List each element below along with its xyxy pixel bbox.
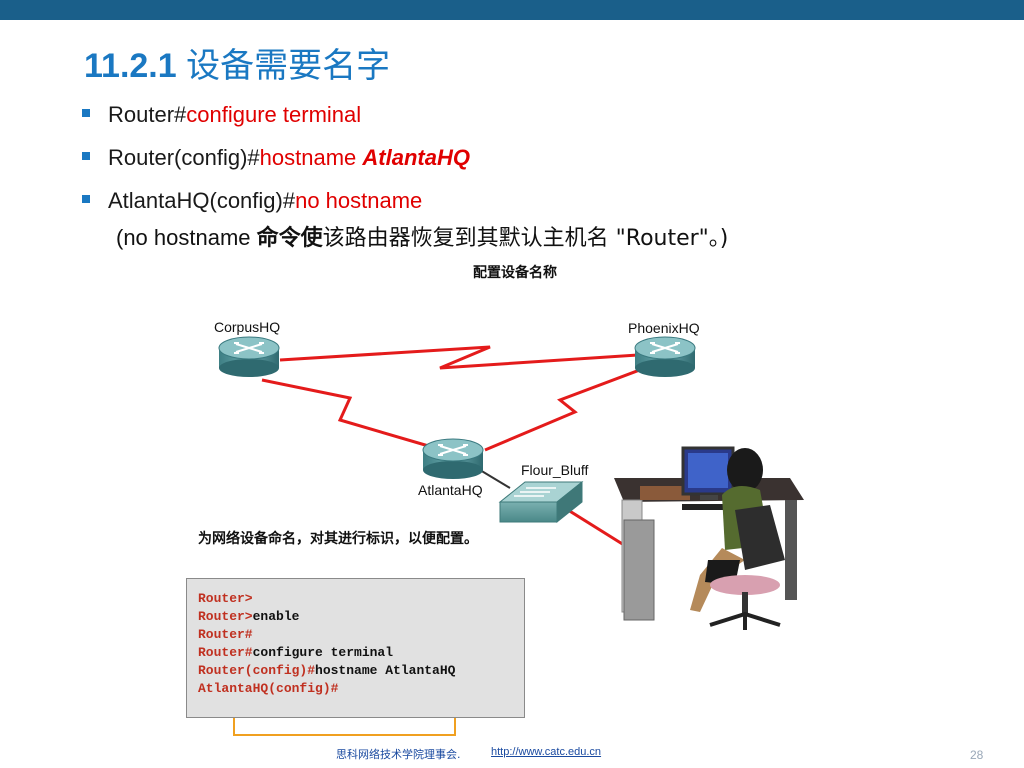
console-line: Router#: [198, 627, 253, 642]
router-atlantahq-icon: [422, 438, 484, 479]
bullet-prefix: Router(config)#: [108, 145, 260, 170]
router-phoenixhq-icon: [634, 336, 696, 377]
label-flour-bluff: Flour_Bluff: [521, 462, 589, 478]
note-part-b: 命令使: [256, 226, 323, 251]
link-corpus-phoenix: [279, 345, 639, 370]
footer-org: 思科网络技术学院理事会.: [336, 748, 461, 761]
workstation-user-illustration: [614, 446, 804, 630]
switch-flour-bluff-icon: [498, 480, 584, 524]
figure-title: 配置设备名称: [473, 265, 557, 281]
bullet-command: hostname: [259, 145, 357, 170]
link-corpus-atlanta: [261, 378, 433, 449]
note-part-c: 该路由器恢复到其默认主机名 "Router"。): [322, 226, 729, 251]
link-phoenix-atlanta: [484, 366, 646, 452]
page-number: 28: [970, 748, 984, 762]
bullet-3-note: (no hostname 命令使该路由器恢复到其默认主机名 "Router"。): [116, 220, 728, 252]
label-phoenixhq: PhoenixHQ: [628, 320, 700, 336]
footer-link[interactable]: http://www.catc.edu.cn: [491, 746, 602, 758]
figure-caption: 为网络设备命名，对其进行标识，以便配置。: [198, 531, 478, 547]
bullet-argument: AtlantaHQ: [362, 145, 470, 170]
bullet-marker: [82, 152, 90, 161]
slide-title: 11.2.1 设备需要名字: [84, 38, 390, 87]
console-line: Router#configure terminal: [198, 645, 394, 660]
title-number: 11.2.1: [84, 47, 177, 85]
console-line: Router>: [198, 591, 253, 606]
router-corpushq-icon: [218, 336, 280, 377]
title-text: 设备需要名字: [186, 46, 391, 86]
console-line: AtlantaHQ(config)#: [198, 681, 339, 696]
label-corpushq: CorpusHQ: [214, 319, 281, 335]
note-part-a: (no hostname: [116, 225, 257, 250]
bullet-1: Router#configure terminal: [82, 102, 361, 128]
bullet-command: configure terminal: [186, 102, 362, 127]
top-banner: [0, 0, 1024, 20]
bullet-command: no hostname: [295, 188, 423, 213]
console-line: Router(config)#hostname AtlantaHQ: [198, 663, 456, 678]
label-atlantahq: AtlantaHQ: [418, 482, 483, 498]
link-atlanta-switch: [479, 469, 511, 489]
bullet-marker: [82, 195, 90, 204]
bullet-2: Router(config)#hostname AtlantaHQ: [82, 145, 470, 171]
bullet-marker: [82, 109, 90, 118]
bullet-prefix: AtlantaHQ(config)#: [108, 188, 296, 213]
console-line: Router>enable: [198, 609, 300, 624]
bullet-3: AtlantaHQ(config)#no hostname: [82, 188, 422, 214]
console-output: Router> Router>enable Router# Router#con…: [186, 578, 525, 718]
bullet-prefix: Router#: [108, 102, 187, 127]
